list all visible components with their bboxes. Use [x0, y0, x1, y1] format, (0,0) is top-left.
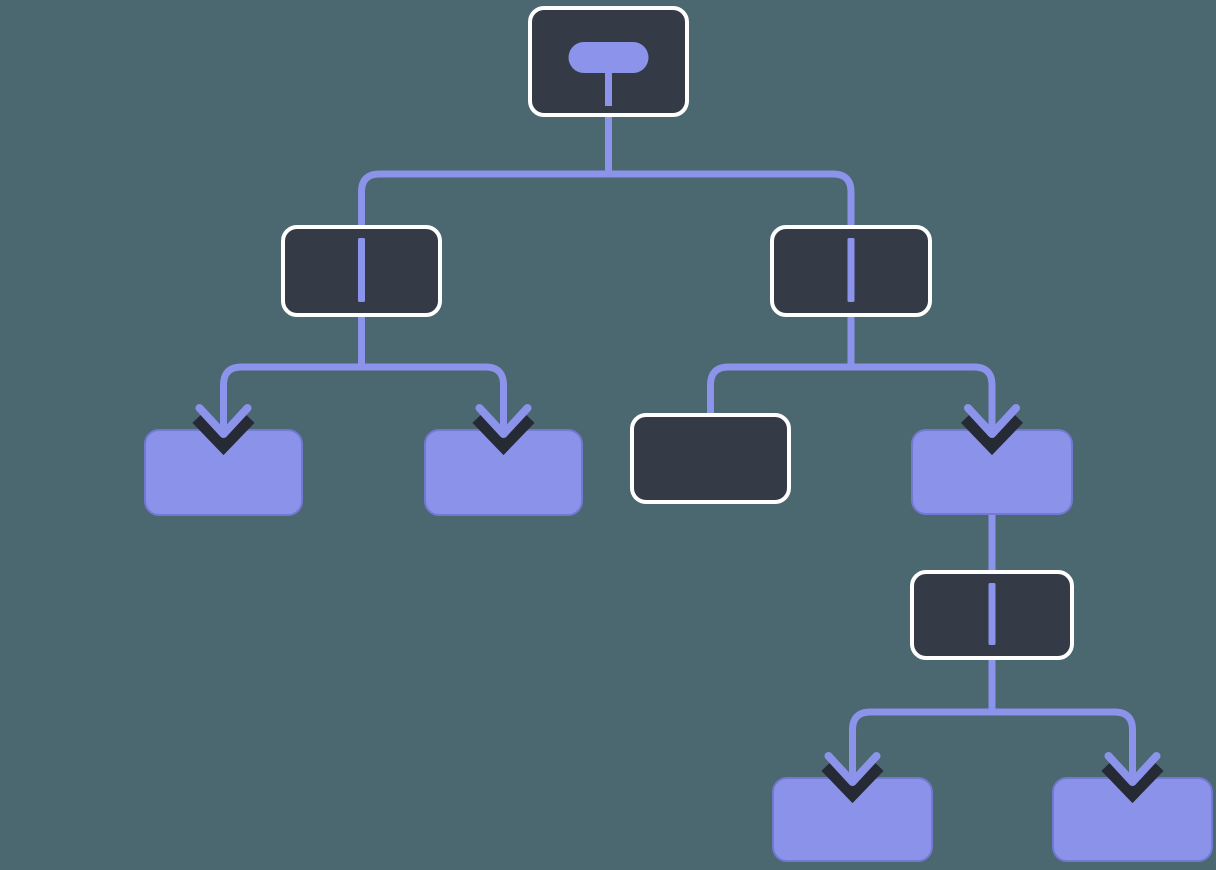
node-accent-pill	[568, 42, 649, 73]
arrowhead-dark-chevron	[192, 413, 255, 456]
arrowhead-purple-chevron	[475, 404, 532, 438]
arrowhead-dark-chevron	[821, 761, 884, 804]
arrowhead-icon	[1101, 752, 1164, 804]
arrowhead-dark-chevron	[960, 413, 1024, 456]
arrowhead-purple-chevron	[964, 404, 1020, 438]
edge-lower-branch	[849, 708, 1136, 782]
node-accent-line	[988, 583, 996, 645]
edge-left-branch	[220, 363, 507, 434]
node-branch-lower[interactable]	[910, 570, 1074, 660]
arrowhead-icon	[960, 404, 1024, 456]
node-accent-line	[847, 238, 855, 302]
node-child-right-dark[interactable]	[630, 413, 791, 504]
arrowhead-icon	[192, 404, 255, 456]
arrowhead-dark-chevron	[472, 413, 535, 456]
node-branch-right[interactable]	[770, 225, 932, 317]
edge-level1-branch	[358, 170, 855, 229]
node-accent-line	[358, 238, 365, 302]
arrowhead-icon	[821, 752, 884, 804]
node-root[interactable]	[528, 6, 689, 117]
node-branch-left[interactable]	[281, 225, 442, 317]
node-accent-stem	[605, 71, 612, 106]
node-body	[630, 413, 791, 504]
edge-right-branch	[707, 363, 996, 434]
arrowhead-purple-chevron	[1104, 752, 1161, 786]
arrowhead-purple-chevron	[195, 404, 252, 438]
arrowhead-purple-chevron	[824, 752, 881, 786]
arrowhead-icon	[472, 404, 535, 456]
arrowhead-dark-chevron	[1101, 761, 1164, 804]
